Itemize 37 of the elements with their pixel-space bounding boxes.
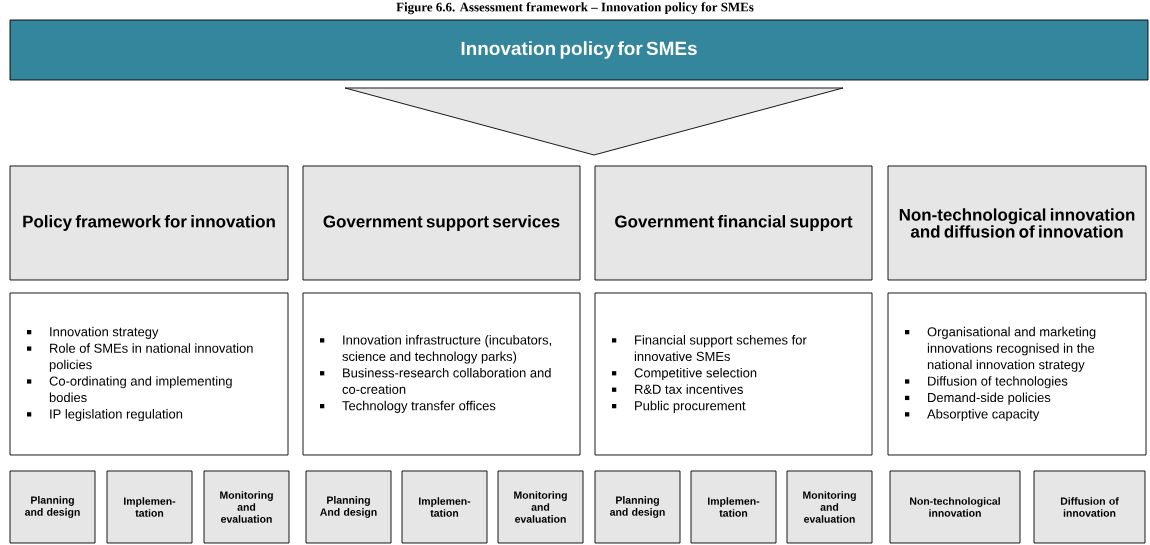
phase-box: Diffusion of innovation <box>1033 470 1146 544</box>
phase-box: Non-technological innovation <box>889 470 1021 544</box>
bullet-list-box <box>887 292 1147 456</box>
phase-box: Implemen- tation <box>106 470 193 544</box>
phase-box: Monitoring and evaluation <box>786 470 873 544</box>
bullet-item: Organisational and marketing innovations recognised in the national innovation strategy <box>905 326 1096 372</box>
banner: Innovation policy for SMEs <box>9 19 1149 81</box>
bullet-item: Financial support schemes for innovative SMEs <box>612 335 807 362</box>
bullet-item: Absorptive capacity <box>905 409 1040 422</box>
bullet-item: Public procurement <box>612 400 746 413</box>
phase-box: Planning and design <box>594 470 681 544</box>
bullet-item: Technology transfer offices <box>320 400 496 413</box>
bullet-item: IP legislation regulation <box>27 409 183 422</box>
phase-box: Implemen- tation <box>690 470 777 544</box>
bullet-list-box <box>594 292 873 456</box>
figure-title: Figure 6.6. Assessment framework – Innovation policy for SMEs <box>396 2 754 15</box>
bullet-item: Competitive selection <box>612 367 757 381</box>
bullet-item: R&D tax incentives <box>612 384 743 394</box>
phase-box: Monitoring and evaluation <box>497 470 584 544</box>
bullet-item: Demand-side policies <box>905 392 1051 405</box>
phase-box: Implemen- tation <box>401 470 488 544</box>
heading-box: Government support services <box>302 165 581 281</box>
phase-box: Planning And design <box>305 470 392 544</box>
heading-box: Government financial support <box>594 165 873 281</box>
bullet-item: Diffusion of technologies <box>905 376 1068 389</box>
bullet-list-box <box>302 292 581 456</box>
bullet-item: Business-research collaboration and co-creation <box>320 367 551 394</box>
bullet-list-box <box>9 292 289 456</box>
heading-box: Policy framework for innovation <box>9 165 289 281</box>
bullet-item: Co-ordinating and implementing bodies <box>27 376 232 403</box>
heading-box: Non-technological innovation and diffusion of innovation <box>887 165 1147 281</box>
phase-box: Monitoring and evaluation <box>203 470 290 544</box>
downward-triangle <box>344 87 844 156</box>
bullet-item: Role of SMEs in national innovation policies <box>27 343 253 372</box>
bullet-item: Innovation strategy <box>27 326 159 339</box>
bullet-item: Innovation infrastructure (incubators, science and technology parks) <box>320 335 552 364</box>
phase-box: Planning and design <box>9 470 96 544</box>
